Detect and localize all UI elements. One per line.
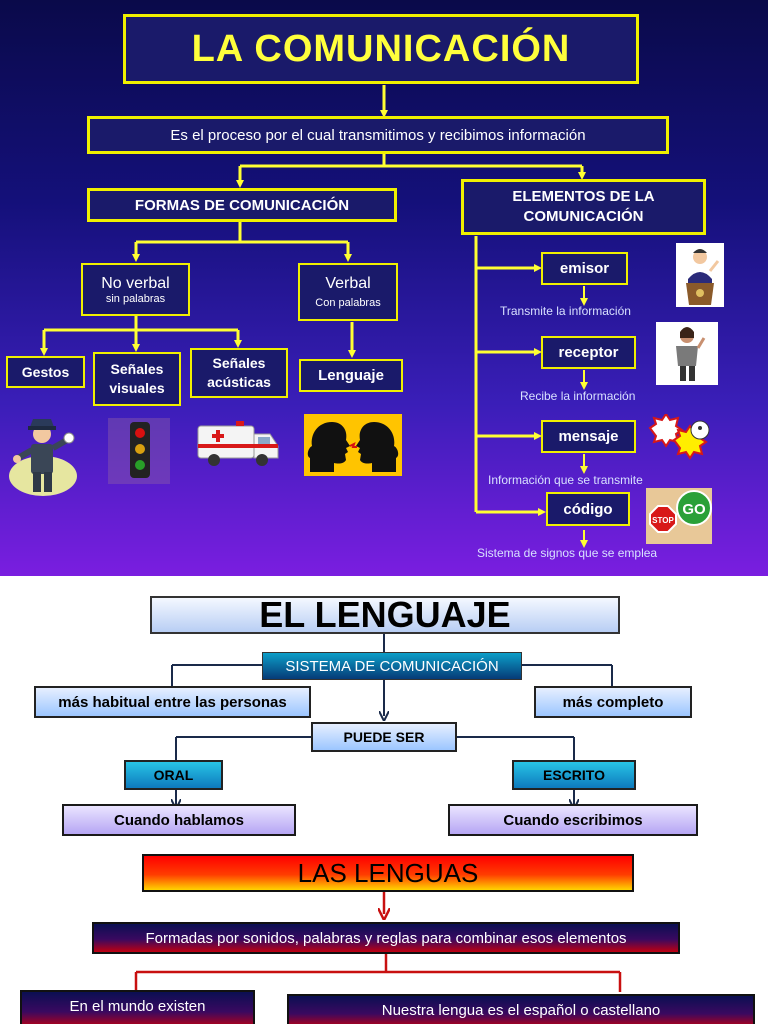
- oral-text: ORAL: [153, 767, 194, 783]
- lenguaje-title: EL LENGUAJE: [150, 594, 620, 635]
- puede-ser-box: PUEDE SER: [311, 722, 457, 752]
- speaker-at-podium-icon: [676, 243, 724, 307]
- nuestra-box: Nuestra lengua es el español o castellan…: [287, 994, 755, 1024]
- comunicacion-title-text: LA COMUNICACIÓN: [191, 27, 571, 70]
- stop-sign-text: STOP: [652, 516, 674, 525]
- stop-go-signs-icon: GO STOP: [646, 488, 712, 544]
- mundo-text: En el mundo existen: [69, 998, 206, 1015]
- mensaje-label: mensaje: [558, 428, 619, 445]
- sistema-box: SISTEMA DE COMUNICACIÓN: [262, 652, 522, 680]
- comunicacion-panel: LA COMUNICACIÓN Es el proceso por el cua…: [0, 0, 768, 576]
- receptor-label: receptor: [558, 344, 619, 361]
- escribimos-text: Cuando escribimos: [503, 811, 643, 829]
- verbal-label: Verbal: [325, 275, 371, 292]
- emisor-label: emisor: [559, 260, 610, 277]
- lenguaje-box: Lenguaje: [299, 359, 403, 392]
- gestos-box: Gestos: [6, 356, 85, 388]
- emisor-box: emisor: [541, 252, 628, 285]
- lenguaje-label: Lenguaje: [318, 367, 384, 384]
- mensaje-desc: Información que se transmite: [488, 473, 643, 487]
- formadas-text: Formadas por sonidos, palabras y reglas …: [145, 929, 627, 947]
- comunicacion-title: LA COMUNICACIÓN: [123, 14, 639, 84]
- go-sign-text: GO: [682, 501, 706, 518]
- mensaje-box: mensaje: [541, 420, 636, 453]
- lenguas-title: LAS LENGUAS: [142, 854, 634, 892]
- verbal-box: Verbal Con palabras: [298, 263, 398, 321]
- escrito-text: ESCRITO: [543, 767, 605, 783]
- escribimos-box: Cuando escribimos: [448, 804, 698, 836]
- policeman-gestures-icon: [9, 419, 77, 496]
- codigo-desc: Sistema de signos que se emplea: [477, 546, 658, 560]
- nuestra-text: Nuestra lengua es el español o castellan…: [381, 1002, 661, 1019]
- definition-box: Es el proceso por el cual transmitimos y…: [87, 116, 669, 154]
- definition-text: Es el proceso por el cual transmitimos y…: [170, 126, 586, 144]
- formas-title: FORMAS DE COMUNICACIÓN: [134, 196, 350, 214]
- habitual-box: más habitual entre las personas: [34, 686, 311, 718]
- habitual-text: más habitual entre las personas: [58, 693, 287, 711]
- hablamos-box: Cuando hablamos: [62, 804, 296, 836]
- no-verbal-sub: sin palabras: [105, 292, 166, 305]
- completo-text: más completo: [562, 693, 664, 711]
- sistema-text: SISTEMA DE COMUNICACIÓN: [285, 657, 499, 675]
- senales-acusticas-box: Señales acústicas: [190, 348, 288, 398]
- senales-acusticas-label: Señales acústicas: [207, 355, 271, 390]
- completo-box: más completo: [534, 686, 692, 718]
- elementos-title: ELEMENTOS DE LA COMUNICACIÓN: [512, 188, 655, 225]
- lenguas-title-text: LAS LENGUAS: [297, 857, 479, 888]
- traffic-light-icon: [108, 418, 170, 484]
- verbal-sub: Con palabras: [315, 297, 381, 309]
- speech-bubbles-icon: [648, 414, 710, 460]
- ambulance-icon: [197, 421, 279, 466]
- puede-ser-text: PUEDE SER: [343, 729, 425, 745]
- hablamos-text: Cuando hablamos: [113, 811, 244, 829]
- lenguaje-connector-lines: [134, 633, 622, 992]
- senales-visuales-label: Señales visuales: [109, 361, 165, 396]
- receptor-desc: Recibe la información: [520, 389, 636, 403]
- formadas-box: Formadas por sonidos, palabras y reglas …: [92, 922, 680, 954]
- oral-box: ORAL: [124, 760, 223, 790]
- lenguaje-panel: EL LENGUAJE SISTEMA DE COMUNICACIÓN más …: [0, 576, 768, 1024]
- codigo-box: código: [546, 492, 630, 526]
- gestos-label: Gestos: [21, 364, 70, 380]
- no-verbal-label: No verbal: [101, 274, 170, 292]
- faces-talking-icon: [304, 414, 402, 476]
- formas-box: FORMAS DE COMUNICACIÓN: [87, 188, 397, 222]
- emisor-desc: Transmite la información: [500, 304, 631, 318]
- senales-visuales-box: Señales visuales: [93, 352, 181, 406]
- codigo-label: código: [563, 500, 613, 518]
- person-listening-icon: [656, 322, 718, 385]
- elementos-box: ELEMENTOS DE LA COMUNICACIÓN: [461, 179, 706, 235]
- receptor-box: receptor: [541, 336, 636, 369]
- mundo-box: En el mundo existen: [20, 990, 255, 1024]
- no-verbal-box: No verbal sin palabras: [81, 263, 190, 316]
- lenguaje-title-text: EL LENGUAJE: [259, 594, 511, 635]
- escrito-box: ESCRITO: [512, 760, 636, 790]
